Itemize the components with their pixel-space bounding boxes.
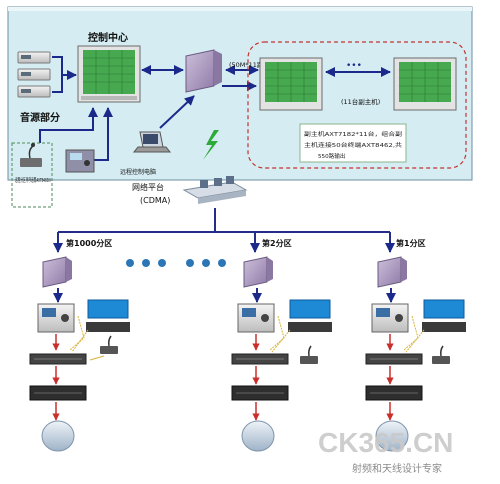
wireless-lightning-icon	[203, 130, 219, 160]
host-count-label: (11台副主机)	[341, 97, 380, 106]
watermark-subtitle: 射频和天线设计专家	[352, 462, 442, 475]
sub-host-monitor-2	[393, 57, 457, 111]
remote-control-laptop	[132, 131, 172, 153]
network-platform-icon	[182, 176, 248, 204]
zone-1000-label: 第1000分区	[66, 238, 112, 248]
paging-links	[39, 107, 113, 161]
audio-source-devices	[17, 51, 51, 98]
host-ellipsis: •••	[346, 61, 362, 71]
zone-1000-equipment	[29, 256, 130, 452]
zone-1-label: 第1分区	[396, 238, 426, 248]
remote-control-label: 远程控制电脑	[120, 168, 156, 176]
control-center-label: 控制中心	[88, 31, 128, 44]
info-line-1: 副主机AXT7182*11台，组合副	[304, 130, 402, 138]
zone-dots	[126, 259, 226, 267]
network-platform-sublabel: (CDMA)	[140, 196, 170, 205]
central-router-icon	[185, 49, 222, 93]
audio-bracket	[52, 56, 77, 93]
zone-1-equipment	[365, 256, 466, 452]
info-line-2: 主机连接50台终端AXT8462,共	[304, 141, 403, 149]
zone-2-label: 第2分区	[262, 238, 292, 248]
control-center-monitor	[77, 45, 141, 103]
zone-backbone	[53, 208, 395, 253]
watermark-logo: CK365.CN	[318, 427, 453, 458]
network-platform-label: 网络平台	[132, 182, 164, 192]
link-50m-label: (50M*11路)	[229, 60, 266, 69]
remote-paging-label: 远程分区寻呼话筒AXT8465IV	[15, 176, 51, 184]
sub-host-region	[247, 41, 467, 169]
paging-terminal	[65, 149, 95, 173]
remote-paging-box	[11, 142, 53, 208]
info-line-3: 550路输出	[318, 152, 345, 160]
info-box	[299, 123, 407, 163]
zone-2-equipment	[231, 256, 332, 452]
sub-host-monitor-1	[259, 57, 323, 111]
audio-source-label: 音源部分	[20, 111, 60, 124]
router-links	[141, 65, 259, 129]
